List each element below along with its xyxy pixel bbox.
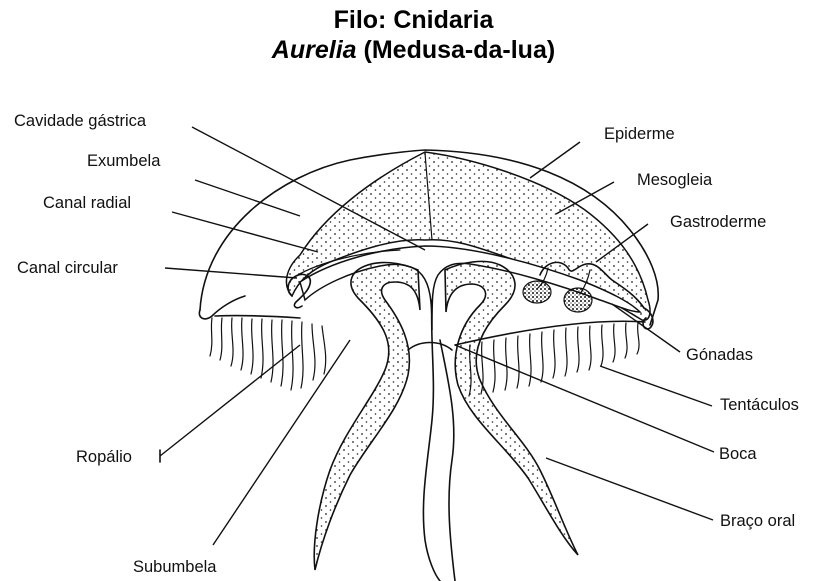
label-mesogleia: Mesogleia [637, 171, 713, 189]
gonad-2 [564, 288, 592, 312]
label-subumbela: Subumbela [133, 558, 217, 576]
oral-arm-left [314, 263, 420, 570]
label-exumbela: Exumbela [87, 152, 161, 170]
label-canal-radial: Canal radial [43, 194, 131, 212]
mouth-tube-right [440, 340, 455, 581]
tentacles-left [210, 318, 326, 390]
subumbrella-left [215, 316, 300, 318]
label-canal-circular: Canal circular [17, 259, 118, 277]
label-braco-oral: Braço oral [720, 512, 795, 530]
label-ropalio: Ropálio [76, 448, 132, 466]
label-epiderme: Epiderme [604, 125, 675, 143]
mouth-opening [408, 343, 452, 351]
label-gastroderme: Gastroderme [670, 213, 766, 231]
label-tentaculos: Tentáculos [720, 396, 799, 414]
tentacles-right [469, 323, 639, 396]
label-boca: Boca [719, 445, 757, 463]
gonad-1 [523, 281, 551, 303]
oral-arm-right [445, 261, 578, 555]
label-gonadas: Gónadas [686, 346, 753, 364]
label-cavidade-gastrica: Cavidade gástrica [14, 112, 147, 130]
